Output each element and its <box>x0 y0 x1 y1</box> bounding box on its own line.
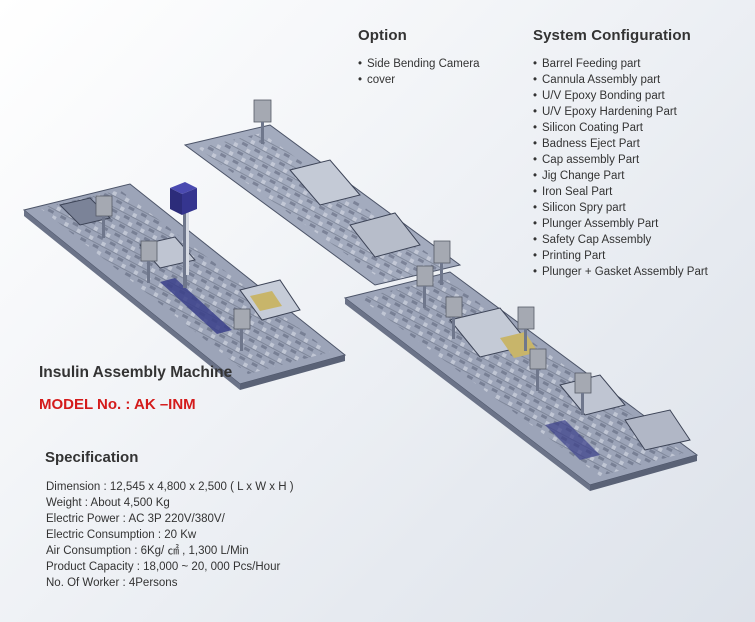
list-item: •Badness Eject Part <box>533 138 640 150</box>
specification-title: Specification <box>45 449 139 466</box>
spec-item: Product Capacity : 18,000 ~ 20, 000 Pcs/… <box>46 561 281 573</box>
list-item: •Silicon Spry part <box>533 202 626 214</box>
upper-platform <box>183 124 462 286</box>
camera-unit <box>170 182 197 288</box>
list-item: •Plunger + Gasket Assembly Part <box>533 266 708 278</box>
list-item: •Side Bending Camera <box>358 58 480 70</box>
model-number: MODEL No. : AK –INM <box>39 396 196 413</box>
list-item: •Cannula Assembly part <box>533 74 661 86</box>
product-name: Insulin Assembly Machine <box>39 364 233 381</box>
option-list: •Side Bending Camera •cover <box>358 56 480 88</box>
spec-item: Dimension : 12,545 x 4,800 x 2,500 ( L x… <box>46 481 294 493</box>
specification-list: Dimension : 12,545 x 4,800 x 2,500 ( L x… <box>46 479 294 591</box>
system-configuration-title: System Configuration <box>533 27 691 44</box>
list-item: •Jig Change Part <box>533 170 625 182</box>
option-title: Option <box>358 27 407 44</box>
list-item: •Printing Part <box>533 250 606 262</box>
list-item: •Barrel Feeding part <box>533 58 641 70</box>
camera-cabinets <box>95 99 592 415</box>
list-item: •U/V Epoxy Bonding part <box>533 90 665 102</box>
list-item: •Silicon Coating Part <box>533 122 643 134</box>
list-item: •cover <box>358 74 396 86</box>
spec-item: No. Of Worker : 4Persons <box>46 577 178 589</box>
list-item: •Plunger Assembly Part <box>533 218 659 230</box>
spec-item: Electric Power : AC 3P 220V/380V/ <box>46 513 225 525</box>
spec-item: Electric Consumption : 20 Kw <box>46 529 197 541</box>
spec-item: Air Consumption : 6Kg/ ㎠ , 1,300 L/Min <box>46 545 249 557</box>
system-configuration-list: •Barrel Feeding part •Cannula Assembly p… <box>533 56 708 280</box>
list-item: •Cap assembly Part <box>533 154 640 166</box>
list-item: •Iron Seal Part <box>533 186 613 198</box>
spec-item: Weight : About 4,500 Kg <box>46 497 170 509</box>
right-platform <box>343 271 699 491</box>
list-item: •U/V Epoxy Hardening Part <box>533 106 677 118</box>
list-item: •Safety Cap Assembly <box>533 234 652 246</box>
